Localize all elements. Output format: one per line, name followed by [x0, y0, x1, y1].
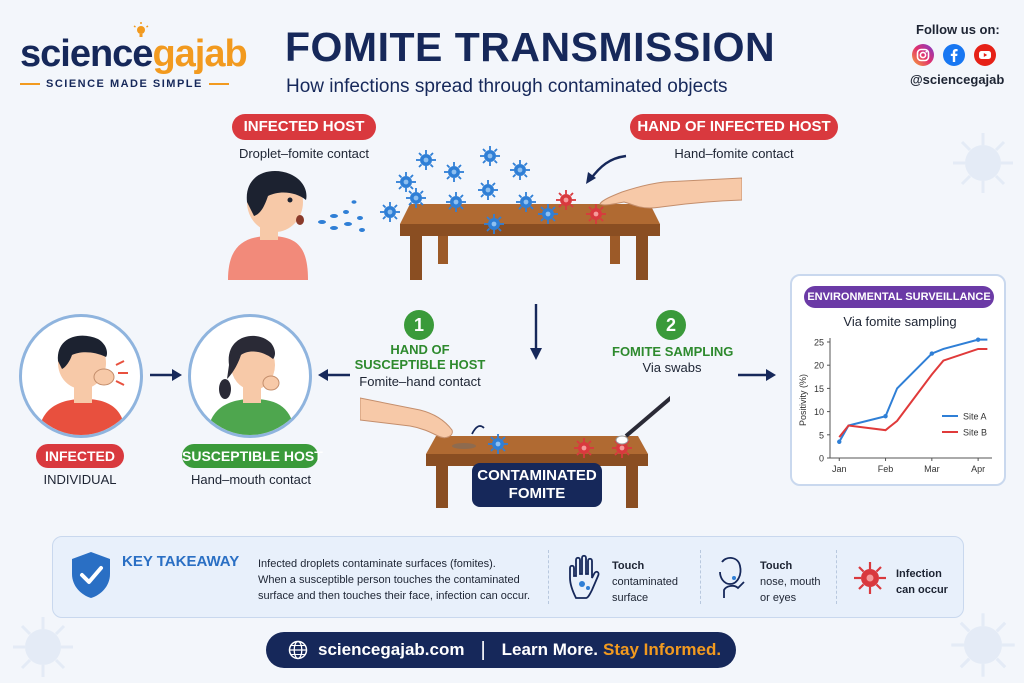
fomite-label-line1: CONTAMINATED: [477, 467, 597, 484]
brand-name-part2: gajab: [152, 33, 247, 75]
step-1-title-line1: HAND OF: [390, 342, 450, 357]
susceptible-host-caption: Hand–mouth contact: [191, 472, 311, 487]
droplet-spray: [318, 200, 365, 232]
social-handle: @sciencegajab: [910, 72, 1005, 87]
y-tick-label: 20: [814, 361, 824, 371]
takeaway-step3-line2: can occur: [896, 584, 948, 596]
background-virus-icon: [951, 613, 1015, 677]
takeaway-line1: Infected droplets contaminate surfaces (…: [258, 558, 496, 570]
legend-label-0: Site A: [963, 412, 987, 422]
y-tick-label: 15: [814, 384, 824, 394]
social-icons: [912, 44, 996, 66]
takeaway-step1: Touch contaminated surface: [612, 558, 678, 606]
step-1-title-line2: SUSCEPTIBLE HOST: [354, 357, 486, 372]
arrow-icon: [586, 154, 627, 184]
series-line-0: [838, 338, 988, 443]
hand-of-infected-host: [599, 177, 742, 209]
takeaway-panel: [52, 536, 964, 618]
chart-subtitle: Via fomite sampling: [843, 314, 957, 329]
data-point: [883, 414, 888, 419]
infected-label: INFECTED: [36, 444, 124, 468]
data-point: [837, 439, 842, 444]
y-tick-label: 5: [819, 430, 824, 440]
lightbulb-icon: [133, 22, 149, 37]
takeaway-step2-line3: or eyes: [760, 592, 797, 604]
brand-logo: sciencegajab SCIENCE MADE SIMPLE: [20, 33, 248, 90]
background-virus-icon: [953, 133, 1013, 193]
footer-bar: sciencegajab.com | Learn More. Stay Info…: [266, 632, 736, 668]
step-2-title: FOMITE SAMPLING: [612, 344, 734, 359]
x-tick-label: Apr: [971, 464, 985, 474]
step-1-caption: Fomite–hand contact: [359, 374, 481, 389]
page-title: FOMITE TRANSMISSION: [285, 24, 776, 70]
contaminated-table-top: [379, 145, 660, 280]
hand-infected-host-caption: Hand–fomite contact: [674, 146, 794, 161]
takeaway-text: Infected droplets contaminate surfaces (…: [258, 556, 530, 604]
arrow-left-icon: [318, 369, 350, 381]
arrow-right-icon: [738, 369, 776, 381]
fomite-label-line2: FOMITE: [508, 485, 566, 502]
website-link[interactable]: sciencegajab.com: [318, 640, 465, 659]
takeaway-line2: When a susceptible person touches the co…: [258, 574, 520, 586]
x-tick-label: Jan: [832, 464, 847, 474]
brand-tagline: SCIENCE MADE SIMPLE: [46, 78, 203, 90]
takeaway-step1-line2: contaminated: [612, 576, 679, 588]
face-touch-icon: [719, 557, 745, 598]
instagram-icon[interactable]: [912, 44, 934, 66]
takeaway-step3: Infection can occur: [896, 566, 948, 598]
facebook-icon[interactable]: [943, 44, 965, 66]
hand-infected-host-label: HAND OF INFECTED HOST: [630, 114, 838, 140]
y-tick-label: 10: [814, 407, 824, 417]
takeaway-step1-line1: Touch: [612, 560, 645, 572]
takeaway-step2-line1: Touch: [760, 560, 793, 572]
takeaway-step1-line3: surface: [612, 592, 649, 604]
infected-host-label: INFECTED HOST: [232, 114, 376, 140]
page-subtitle: How infections spread through contaminat…: [286, 76, 728, 97]
series-line-1: [838, 347, 988, 438]
step-2-badge: 2: [656, 310, 686, 340]
infected-host-caption: Droplet–fomite contact: [238, 146, 370, 161]
data-point: [929, 351, 935, 356]
x-tick-label: Mar: [924, 464, 940, 474]
takeaway-title: KEY TAKEAWAY: [122, 553, 240, 570]
virus-icon: [854, 562, 886, 594]
infected-host-figure: [228, 171, 308, 280]
infected-individual-portrait: [19, 314, 143, 438]
follow-label: Follow us on:: [916, 22, 1000, 37]
takeaway-step3-line1: Infection: [896, 568, 942, 580]
divider: [836, 550, 837, 604]
y-tick-label: 0: [819, 454, 824, 464]
y-tick-label: 25: [814, 338, 824, 348]
divider: [548, 550, 549, 604]
y-axis-label: Positivity (%): [798, 374, 808, 426]
globe-icon: [288, 640, 308, 660]
learn-more-text: Learn More.: [501, 640, 599, 659]
infected-caption: INDIVIDUAL: [43, 472, 117, 487]
takeaway-line3: surface and then touches their face, inf…: [258, 590, 531, 602]
youtube-icon[interactable]: [974, 44, 996, 66]
susceptible-host-label: SUSCEPTIBLE HOST: [182, 444, 323, 468]
stay-informed-text: Stay Informed.: [603, 640, 722, 659]
step-1-badge: 1: [404, 310, 434, 340]
step-2-caption: Via swabs: [642, 360, 702, 375]
x-tick-label: Feb: [878, 464, 894, 474]
shield-check-icon: [72, 552, 110, 598]
background-virus-icon: [13, 617, 73, 677]
hand-germs-icon: [569, 554, 600, 599]
footer-separator: |: [480, 638, 486, 661]
takeaway-step2: Touch nose, mouth or eyes: [760, 558, 821, 606]
contaminated-fomite-label: CONTAMINATED FOMITE: [472, 463, 602, 507]
divider: [700, 550, 701, 604]
surveillance-panel: [790, 274, 1006, 486]
susceptible-host-portrait: [188, 314, 312, 438]
brand-name-part1: science: [20, 33, 153, 75]
legend-label-1: Site B: [963, 428, 987, 438]
arrow-right-icon: [150, 369, 182, 381]
arrow-down-icon: [530, 304, 542, 360]
takeaway-step2-line2: nose, mouth: [760, 576, 821, 588]
data-point: [975, 337, 981, 342]
chart-title: ENVIRONMENTAL SURVEILLANCE: [804, 286, 994, 308]
